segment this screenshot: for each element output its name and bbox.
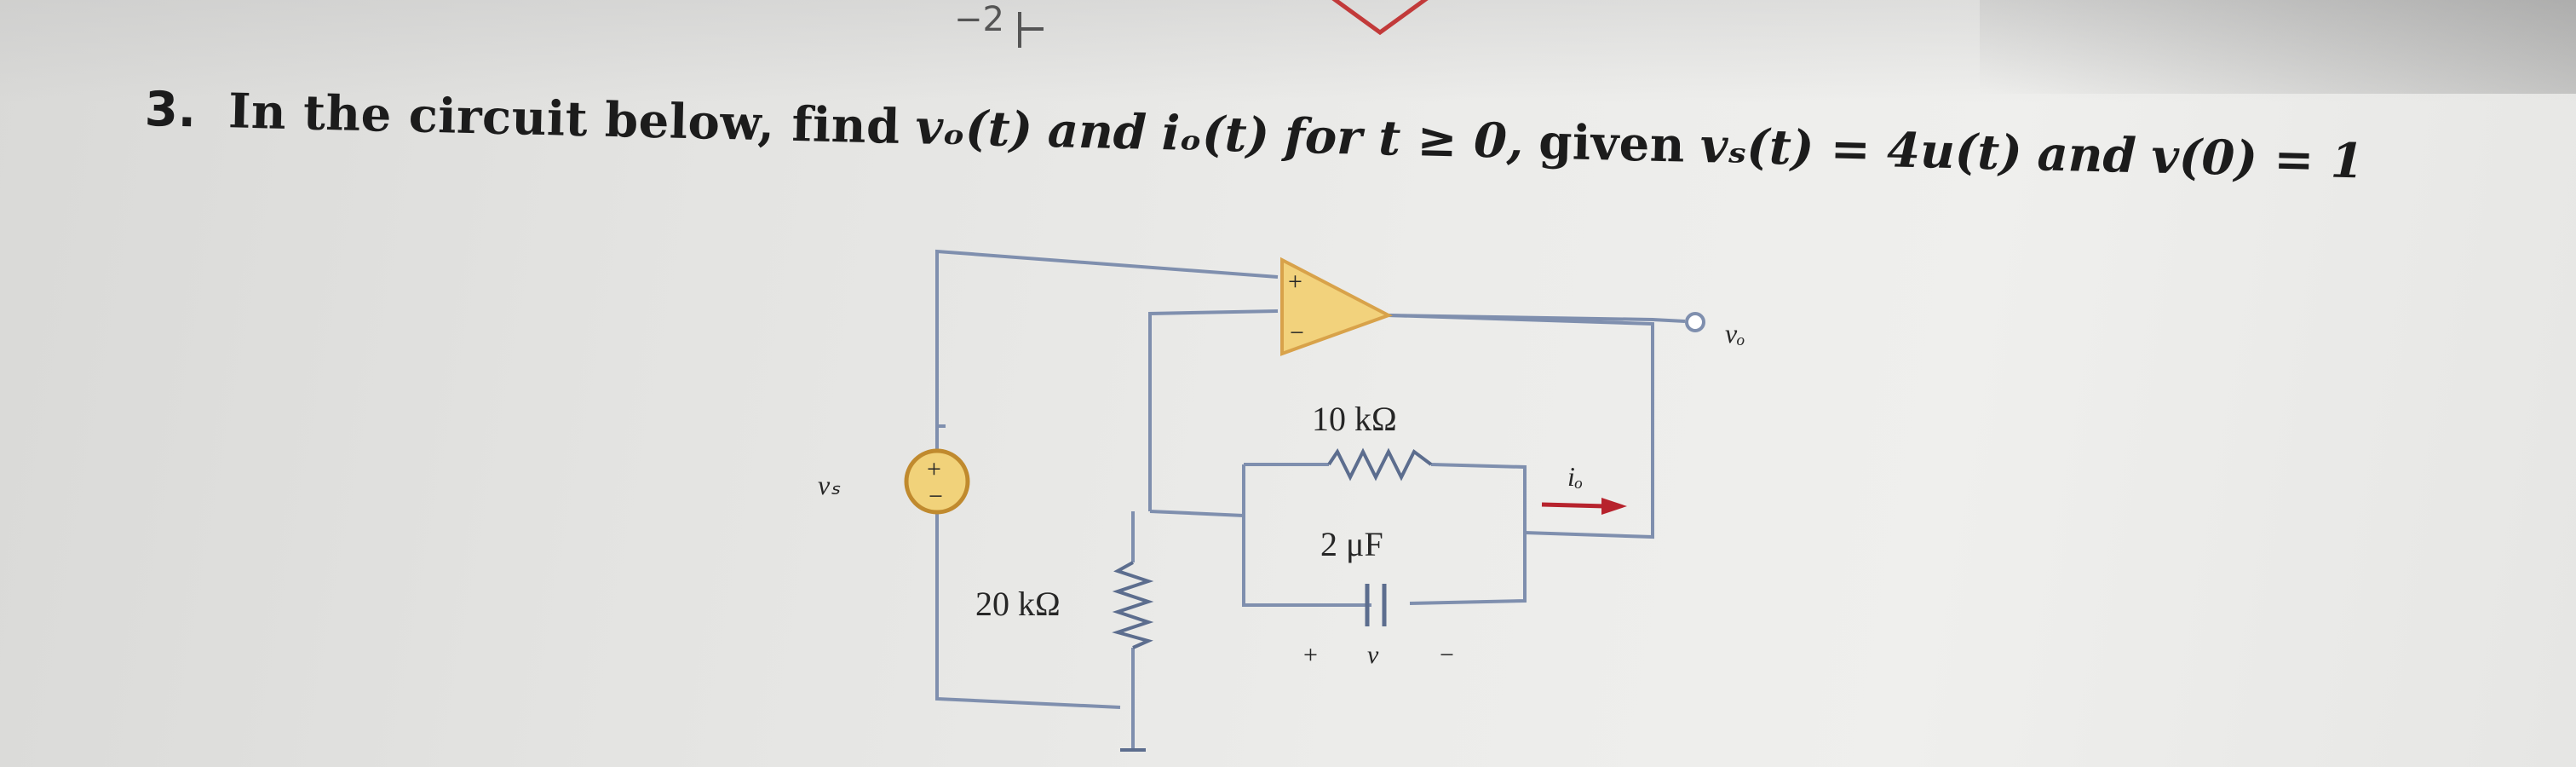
- top-shadow: [0, 0, 2576, 102]
- current-label: iₒ: [1567, 461, 1583, 492]
- output-terminal: [1685, 312, 1705, 332]
- feedback-resistor-value: 10 kΩ: [1312, 400, 1397, 438]
- previous-figure-fragment: [1331, 0, 1429, 36]
- cap-v-label: v: [1367, 641, 1379, 669]
- cap-plus-label: +: [1303, 641, 1318, 669]
- current-arrowhead: [1601, 498, 1627, 515]
- corner-shadow: [1980, 0, 2576, 94]
- ground-resistor-value: 20 kΩ: [975, 585, 1061, 623]
- axis-tick-horizontal: [1018, 27, 1044, 31]
- previous-axis-label: −2: [954, 0, 1004, 39]
- op-amp: [1280, 257, 1393, 356]
- voltage-source: [904, 448, 970, 515]
- ground-resistor: [1112, 561, 1154, 649]
- opamp-minus-sign: −: [1290, 319, 1304, 347]
- capacitor-value: 2 μF: [1320, 525, 1383, 563]
- cap-minus-label: −: [1440, 641, 1454, 669]
- source-voltage-label: vₛ: [818, 470, 841, 500]
- circuit-wires: [935, 249, 1686, 750]
- source-minus-sign: −: [929, 482, 943, 510]
- source-plus-sign: +: [927, 455, 941, 483]
- current-arrow: [1541, 502, 1607, 509]
- output-voltage-label: vₒ: [1725, 318, 1745, 349]
- opamp-plus-sign: +: [1288, 268, 1302, 296]
- feedback-resistor: [1327, 447, 1433, 482]
